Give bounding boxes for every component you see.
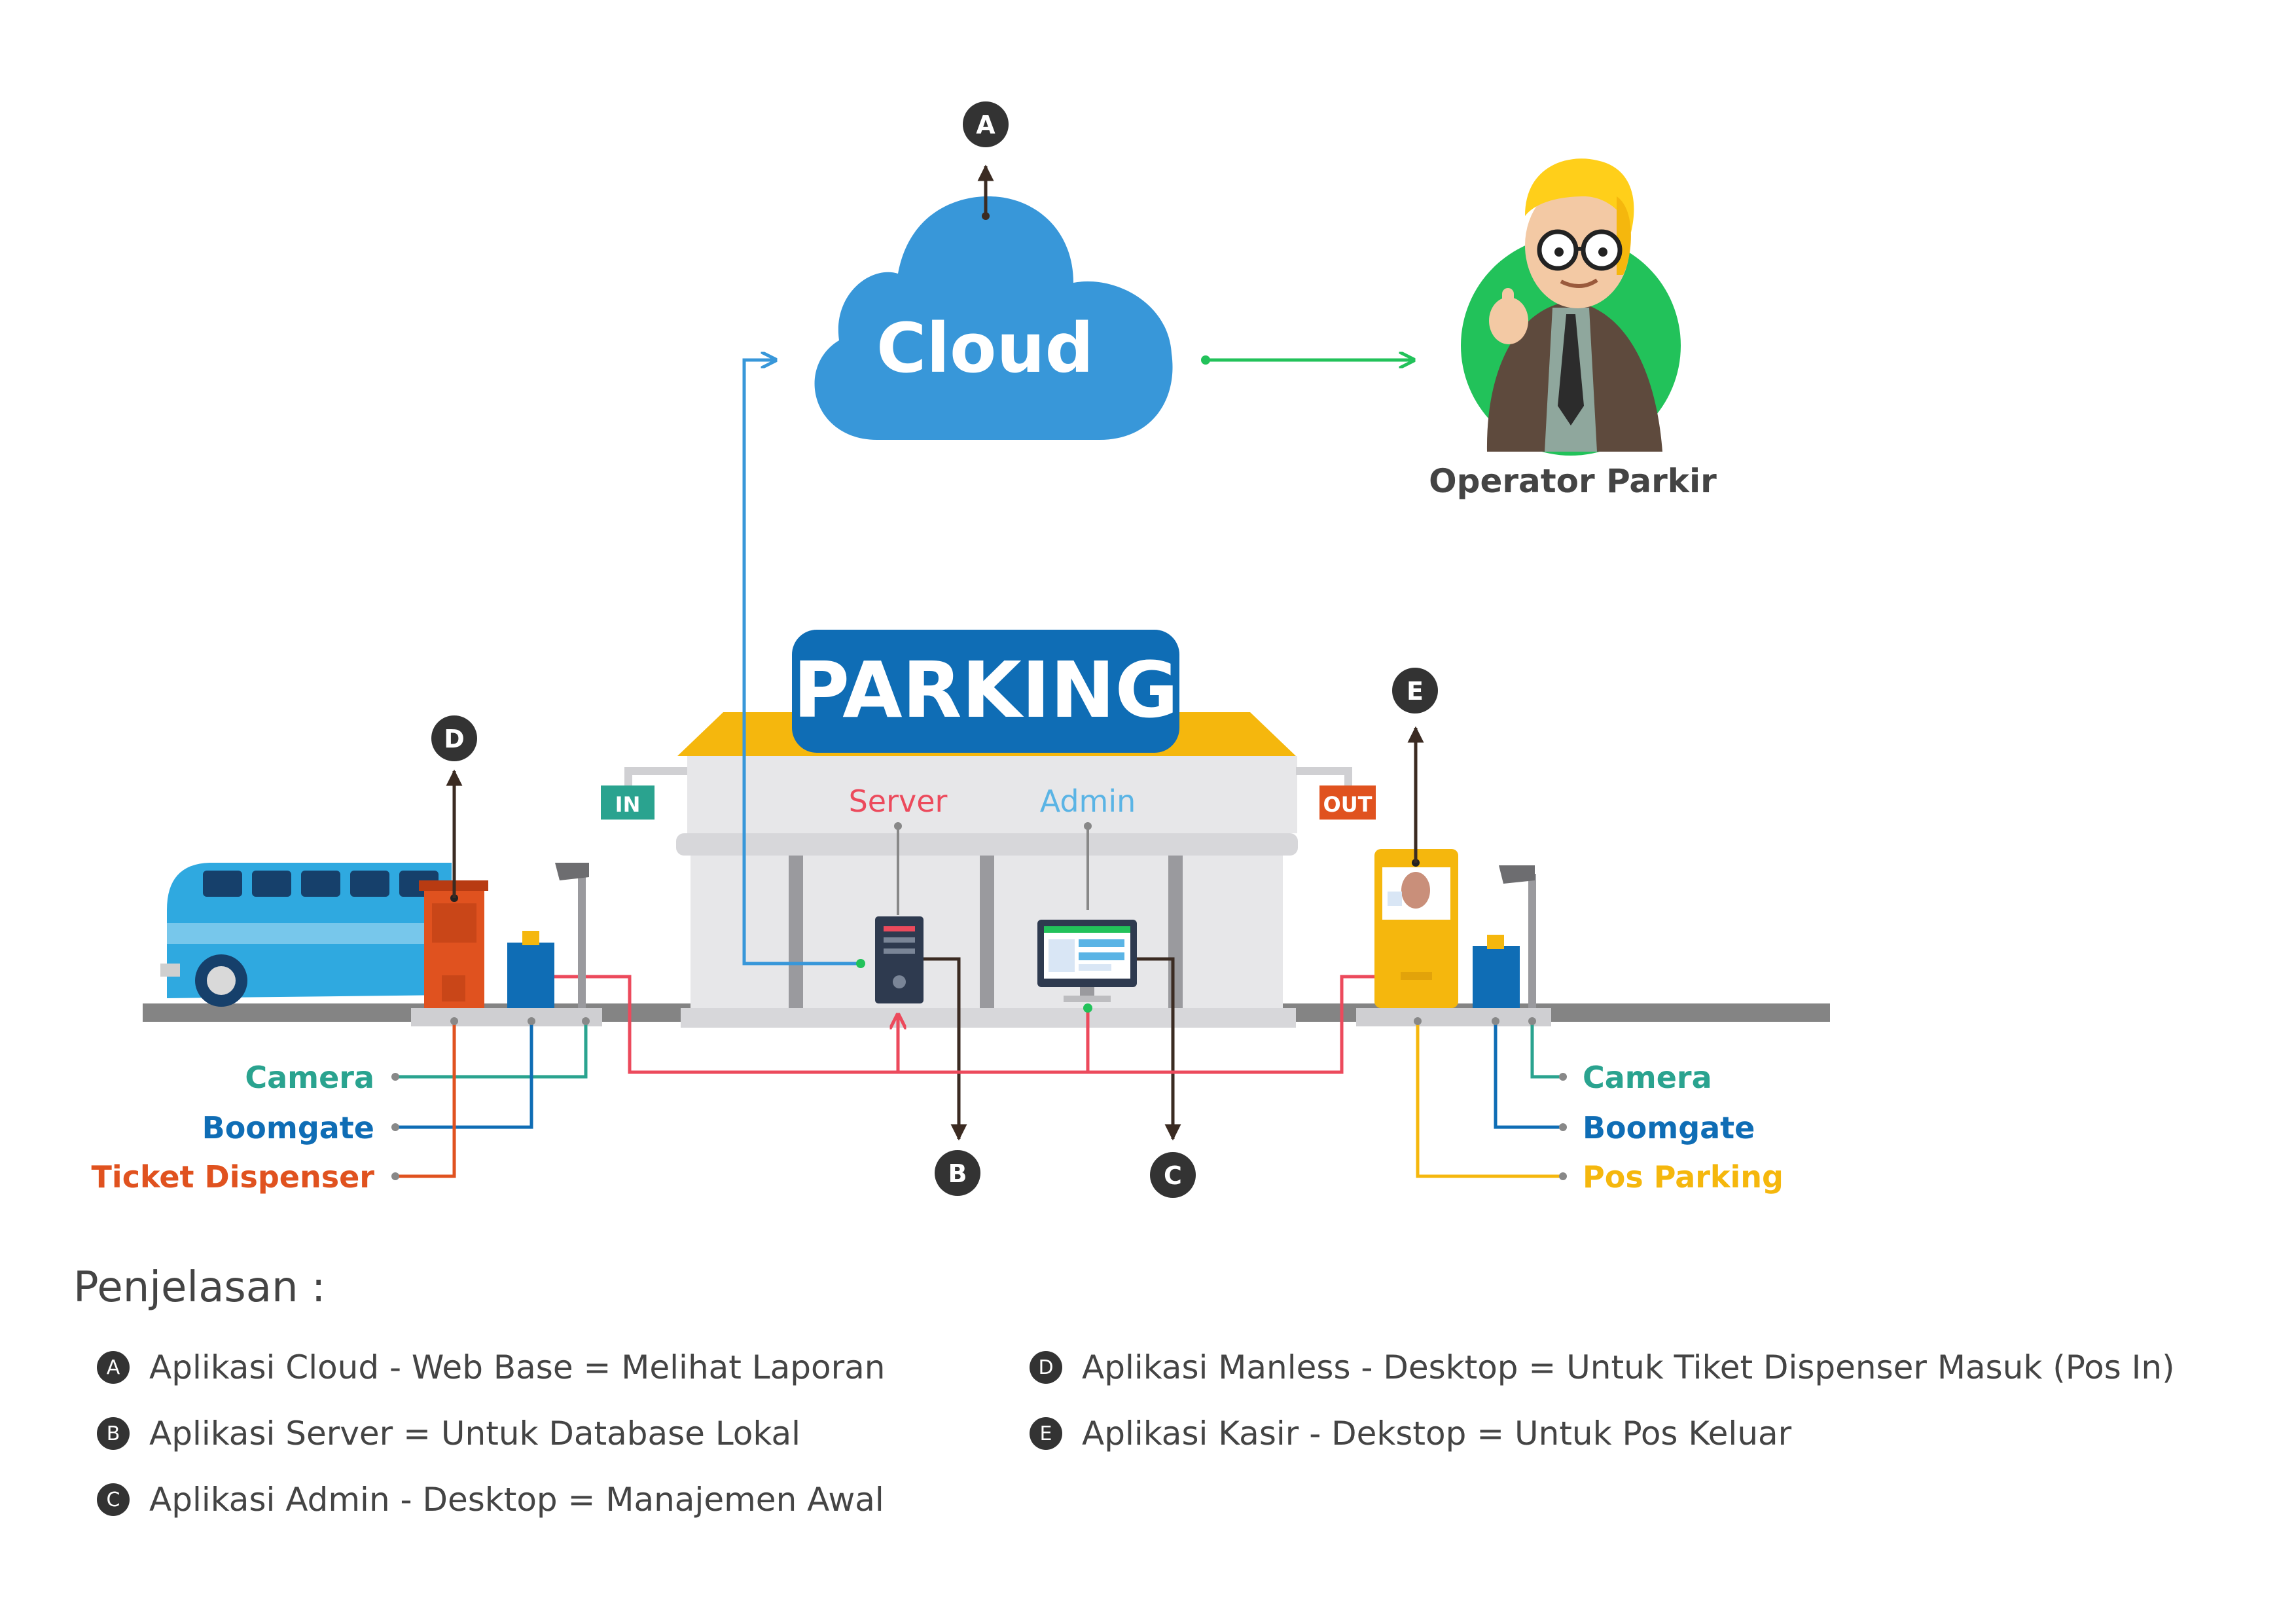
entry-camera-pole-icon <box>555 863 589 1008</box>
marker-b: B <box>935 1150 980 1196</box>
svg-text:D: D <box>444 725 465 753</box>
admin-monitor-icon <box>1037 920 1137 1002</box>
admin-label: Admin <box>1040 784 1136 819</box>
svg-text:A: A <box>976 111 996 139</box>
marker-d: D <box>431 715 477 761</box>
svg-text:C: C <box>1164 1161 1182 1190</box>
entry-boomgate-label: Boomgate <box>202 1110 374 1146</box>
svg-text:E: E <box>1407 677 1424 706</box>
exit-pos-parking-label: Pos Parking <box>1583 1159 1784 1195</box>
ticket-dispenser-icon <box>419 880 488 1008</box>
svg-text:IN: IN <box>615 792 641 817</box>
sign-in: IN <box>601 785 655 820</box>
exit-connectors <box>1416 1021 1563 1178</box>
server-cloud-link <box>742 360 865 968</box>
bus-icon <box>160 863 452 1007</box>
cloud-shape <box>814 196 1173 440</box>
operator-avatar <box>1461 158 1681 456</box>
svg-text:B: B <box>948 1159 967 1188</box>
marker-a: A <box>963 101 1009 147</box>
sign-out: OUT <box>1319 785 1376 820</box>
server-tower-icon <box>875 916 924 1003</box>
exit-camera-pole-icon <box>1499 865 1536 1008</box>
entry-platform <box>411 1008 602 1026</box>
marker-c: C <box>1150 1152 1196 1198</box>
entry-camera-label: Camera <box>245 1060 374 1095</box>
parking-building <box>624 712 1352 1028</box>
marker-e: E <box>1392 668 1438 713</box>
entry-boomgate-icon <box>507 931 554 1008</box>
pos-parking-kiosk-icon <box>1374 849 1458 1008</box>
cloud-label: Cloud <box>876 308 1094 388</box>
server-label: Server <box>849 784 948 819</box>
exit-boomgate-label: Boomgate <box>1583 1110 1755 1146</box>
cloud-node: Cloud <box>814 164 1173 440</box>
operator-label: Operator Parkir <box>1429 462 1717 500</box>
exit-boomgate-icon <box>1473 935 1520 1008</box>
parking-title: PARKING <box>793 645 1179 735</box>
exit-platform <box>1356 1008 1551 1026</box>
svg-text:OUT: OUT <box>1323 792 1372 817</box>
parking-sign: PARKING <box>792 630 1179 753</box>
exit-camera-label: Camera <box>1583 1060 1712 1095</box>
cloud-operator-link <box>1201 355 1414 365</box>
entry-ticket-dispenser-label: Ticket Dispenser <box>92 1159 375 1195</box>
local-network-lines <box>531 975 1417 1074</box>
entry-connectors <box>395 1021 588 1178</box>
